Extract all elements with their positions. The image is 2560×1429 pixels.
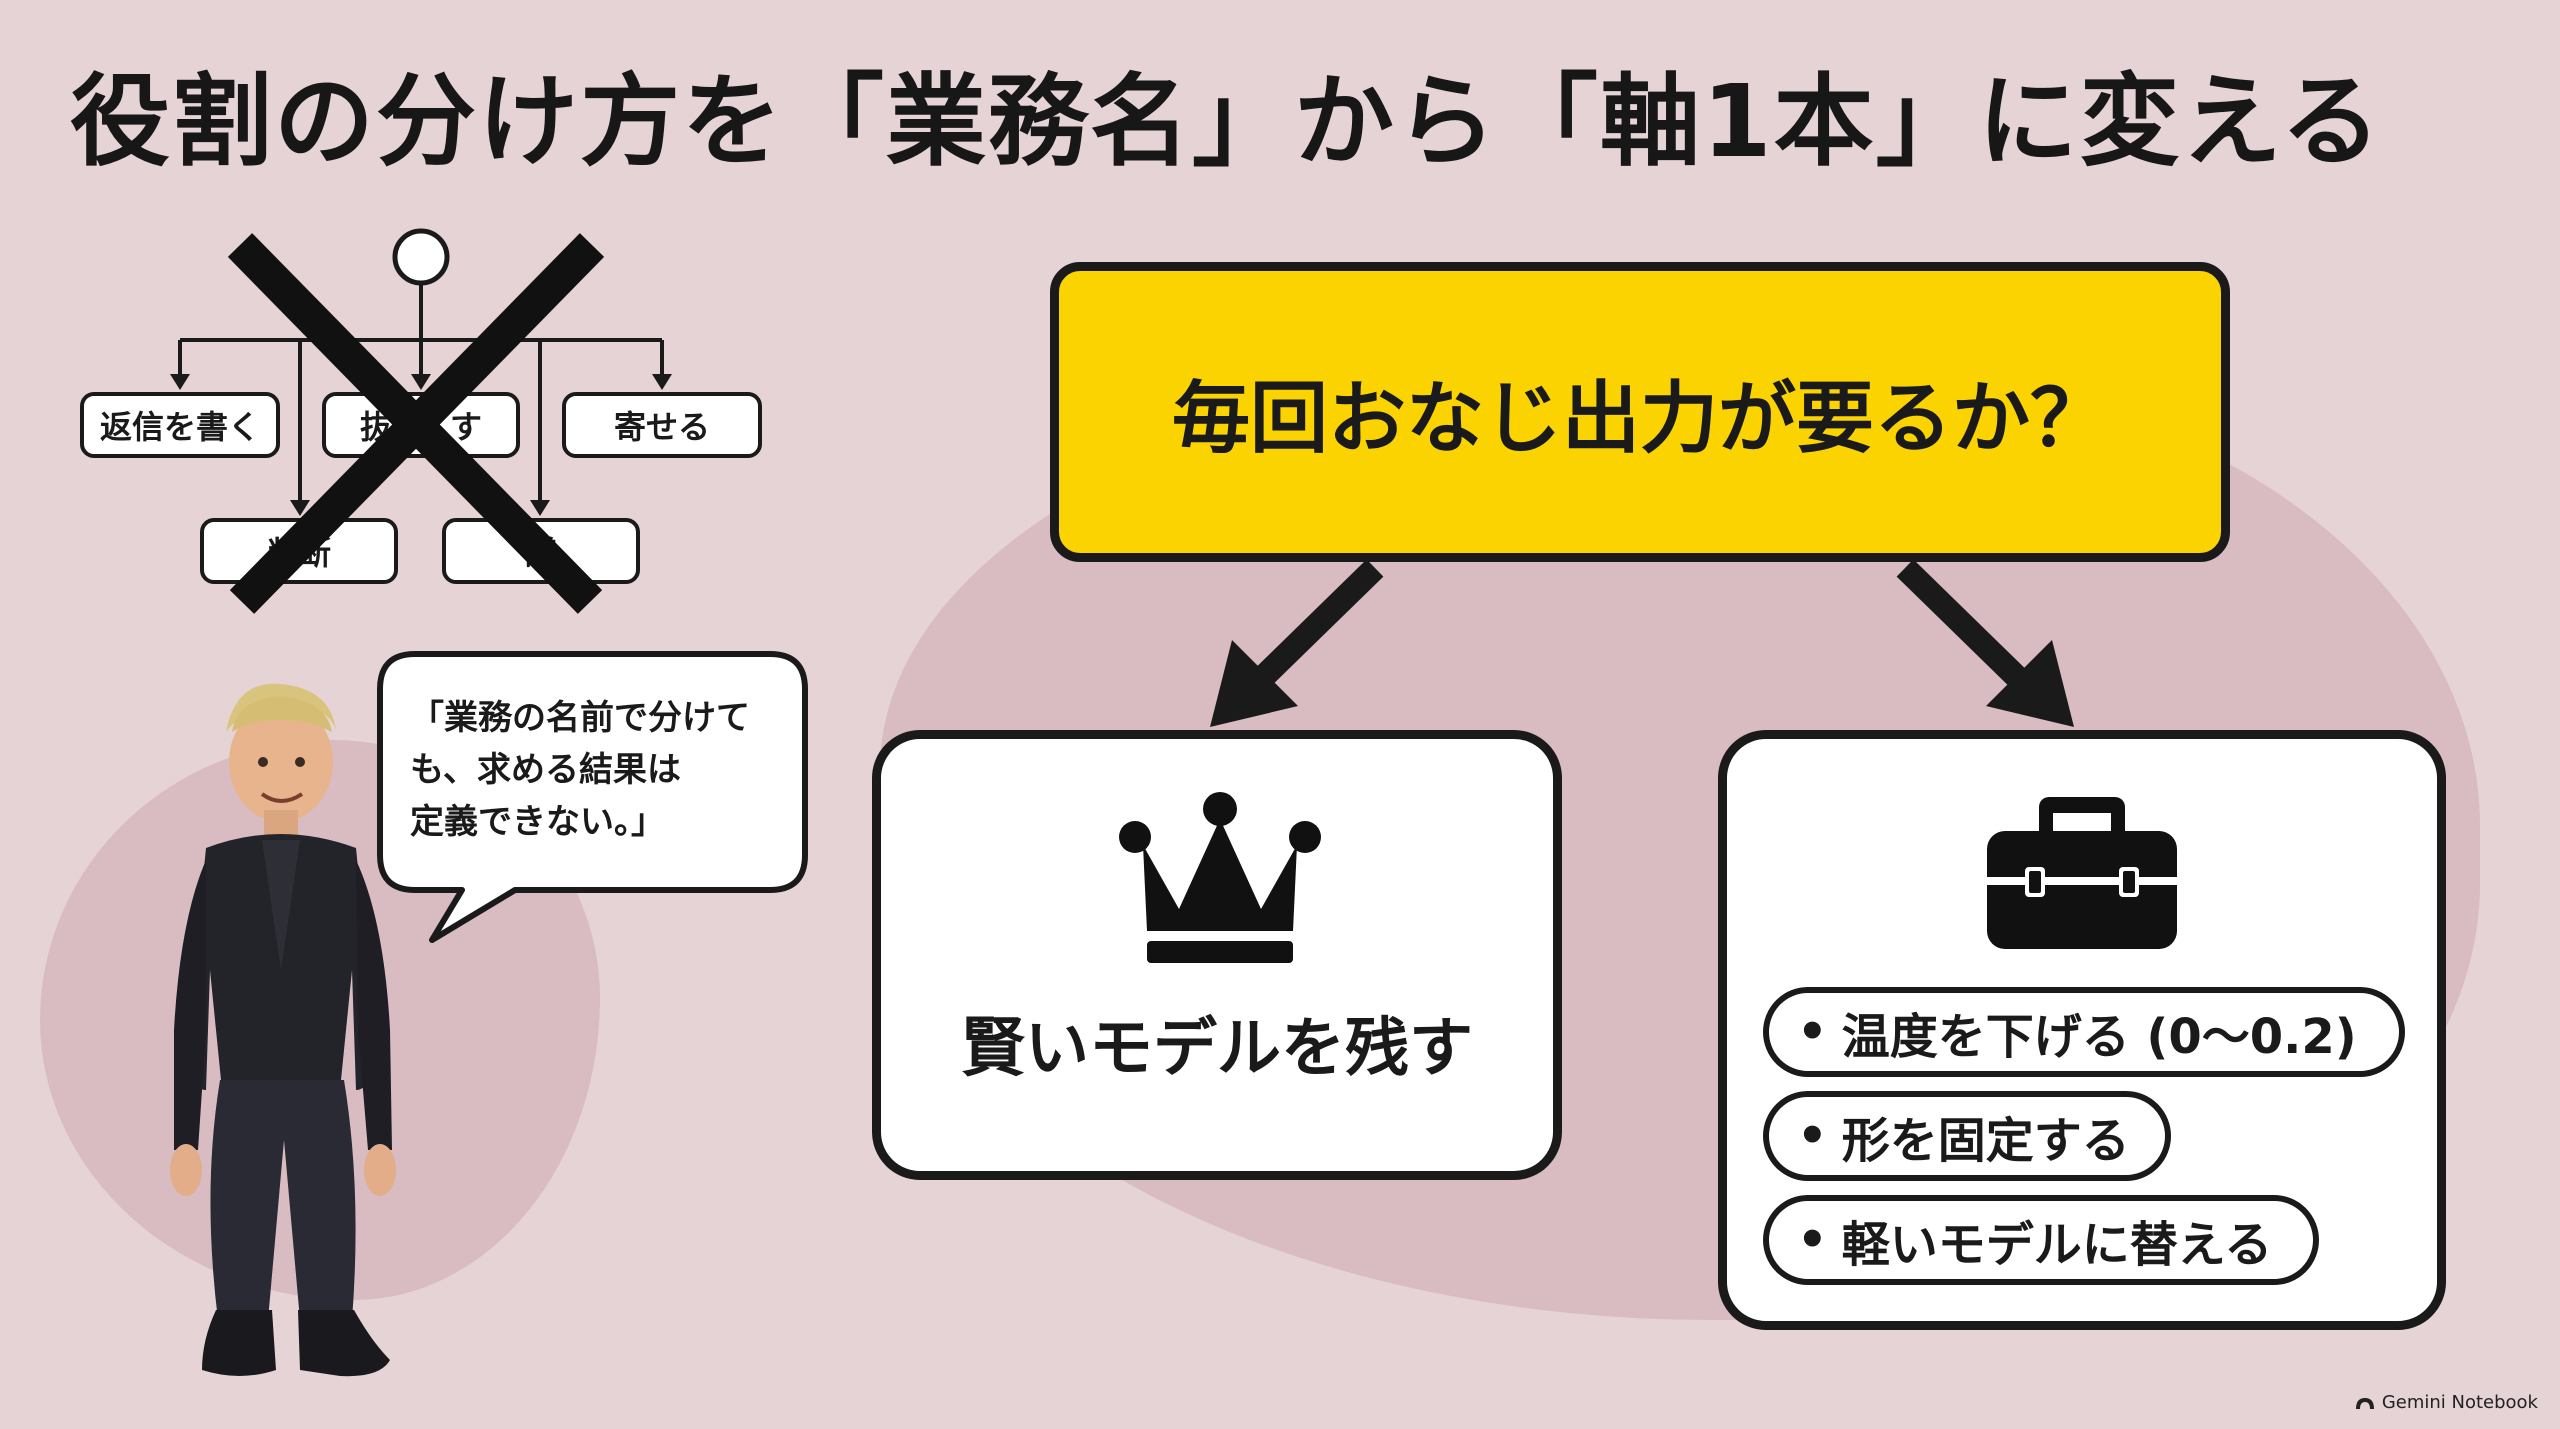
speech-line: も、求める結果は [410,750,681,790]
answer-box-lightweight: • 温度を下げる (0〜0.2) • 形を固定する • 軽いモデルに替える [1718,730,2446,1330]
arrow-right-head [1986,640,2074,727]
toolbox-icon [1987,797,2177,949]
speech-bubble-text: 「業務の名前で分けて も、求める結果は 定義できない。」 [410,692,810,848]
person-figure [170,683,396,1377]
answer-label-keep-smart-model: 賢いモデルを残す [961,1012,1473,1086]
answer-box-keep-smart-model: 賢いモデルを残す [872,730,1562,1180]
gemini-logo-icon [2355,1397,2374,1409]
page-title: 役割の分け方を「業務名」から「軸1本」に変える [70,63,2383,180]
action-item-fix-format: • 形を固定する [1763,1091,2171,1181]
question-text: 毎回おなじ出力が要るか？ [1171,374,2108,464]
bullet-dot: • [1797,1212,1828,1268]
org-box-label: 返信を書く [99,408,260,446]
org-box-label: 寄せる [613,408,710,446]
action-item-lower-temperature: • 温度を下げる (0〜0.2) [1763,987,2405,1077]
speech-line: 「業務の名前で分けて [410,698,750,738]
org-box-reply: 返信を書く [80,392,280,458]
watermark: Gemini Notebook [2354,1392,2538,1413]
question-box: 毎回おなじ出力が要るか？ [1050,262,2230,562]
bullet-dot: • [1797,1108,1828,1164]
action-item-switch-lighter-model: • 軽いモデルに替える [1763,1195,2319,1285]
arrow-left-head [1210,640,1298,727]
action-item-label: 形を固定する [1841,1113,2130,1169]
org-box-label: す [449,408,482,446]
action-item-label: 軽いモデルに替える [1841,1217,2273,1273]
action-item-label: 温度を下げる (0〜0.2) [1841,1009,2357,1065]
bullet-dot: • [1797,1004,1828,1060]
crown-icon [1119,792,1321,963]
speech-line: 定義できない。」 [410,802,665,842]
org-box-gather: 寄せる [562,392,762,458]
watermark-text: Gemini Notebook [2381,1392,2538,1413]
